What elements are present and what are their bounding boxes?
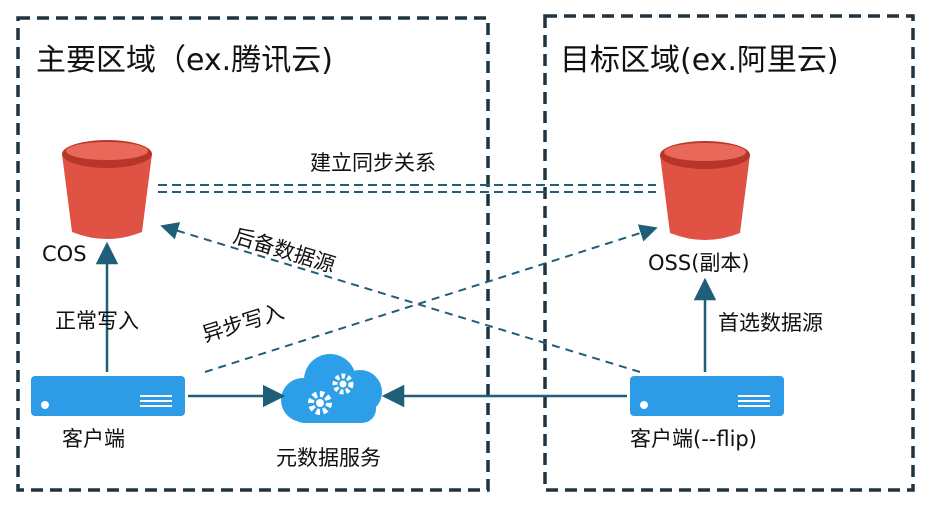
oss-bucket-icon — [660, 141, 750, 240]
metadata-service-cloud-icon — [281, 354, 382, 423]
cos-label: COS — [42, 242, 87, 266]
primary-client-server-icon — [31, 376, 185, 416]
backup-source-label: 后备数据源 — [231, 224, 338, 278]
target-client-server-icon — [630, 376, 784, 416]
async-write-arrow — [204, 224, 658, 373]
sync-relationship-line — [158, 184, 656, 193]
cos-bucket-icon — [62, 140, 152, 239]
target-client-label: 客户端(--flip) — [630, 427, 757, 451]
backup-source-arrow — [160, 222, 641, 373]
async-write-label: 异步写入 — [199, 299, 286, 347]
primary-client-label: 客户端 — [62, 427, 125, 451]
metadata-service-label: 元数据服务 — [276, 446, 381, 470]
target-region-box — [543, 14, 915, 492]
gear-icon — [332, 373, 354, 395]
preferred-source-label: 首选数据源 — [718, 311, 823, 335]
normal-write-label: 正常写入 — [55, 309, 139, 333]
target-region-title: 目标区域(ex.阿里云) — [560, 43, 839, 78]
primary-region-title: 主要区域（ex.腾讯云) — [36, 43, 333, 78]
sync-label: 建立同步关系 — [310, 151, 436, 175]
oss-label: OSS(副本) — [648, 251, 750, 275]
primary-region-box — [16, 16, 490, 492]
gear-icon — [308, 391, 332, 415]
